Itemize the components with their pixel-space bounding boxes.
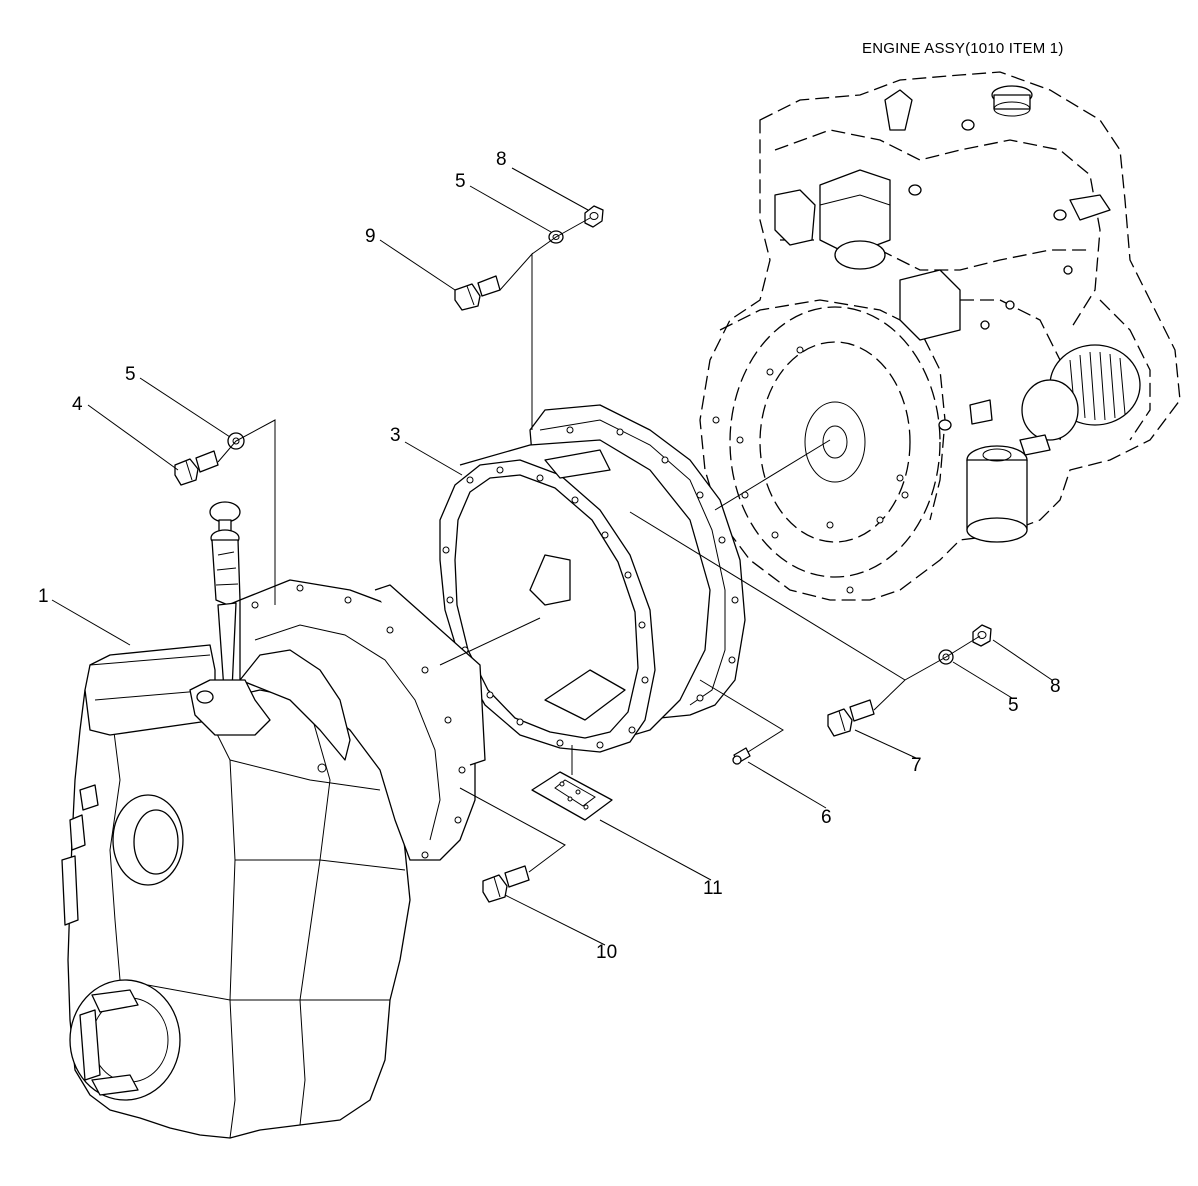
- engine-oil-filter: [966, 399, 1051, 543]
- transmission-assembly: [61, 501, 486, 1139]
- engine-assembly: [699, 71, 1181, 601]
- callout-5-left: 5: [125, 364, 136, 385]
- callout-7: 7: [911, 755, 922, 776]
- bolt-item-7: [827, 699, 875, 737]
- dowel-pin-item-6: [732, 747, 751, 765]
- bolt-item-10: [482, 865, 530, 903]
- callout-3: 3: [390, 425, 401, 446]
- engine-assembly-reference-label: ENGINE ASSY(1010 ITEM 1): [862, 40, 1064, 57]
- callout-4: 4: [72, 394, 83, 415]
- engine-top-details: [774, 85, 1111, 431]
- transmission-dipstick: [209, 501, 241, 691]
- housing-bolt-holes: [442, 426, 739, 749]
- callout-1: 1: [38, 586, 49, 607]
- callout-labels: 8 5 9 5 4 3 1 8 5 7 6 11 10: [38, 149, 1061, 963]
- cover-plate-item-11: [531, 771, 613, 821]
- callout-10: 10: [596, 942, 617, 963]
- callout-5-right: 5: [1008, 695, 1019, 716]
- callout-8-top: 8: [496, 149, 507, 170]
- nut-item-8-right: [972, 624, 992, 647]
- flywheel-housing: [439, 404, 746, 753]
- engine-pulley: [1021, 344, 1141, 441]
- nut-item-8-top: [584, 205, 604, 228]
- output-flange: [69, 979, 181, 1101]
- callout-11: 11: [703, 878, 723, 899]
- callout-8-right: 8: [1050, 676, 1061, 697]
- callout-9: 9: [365, 226, 376, 247]
- bolt-item-4: [174, 450, 219, 486]
- bolt-item-9: [454, 275, 501, 311]
- assembly-lines: [51, 167, 1053, 946]
- flywheel-bolt-holes: [712, 346, 909, 594]
- callout-5-top: 5: [455, 171, 466, 192]
- transmission-cooler: [84, 644, 216, 736]
- callout-6: 6: [821, 807, 832, 828]
